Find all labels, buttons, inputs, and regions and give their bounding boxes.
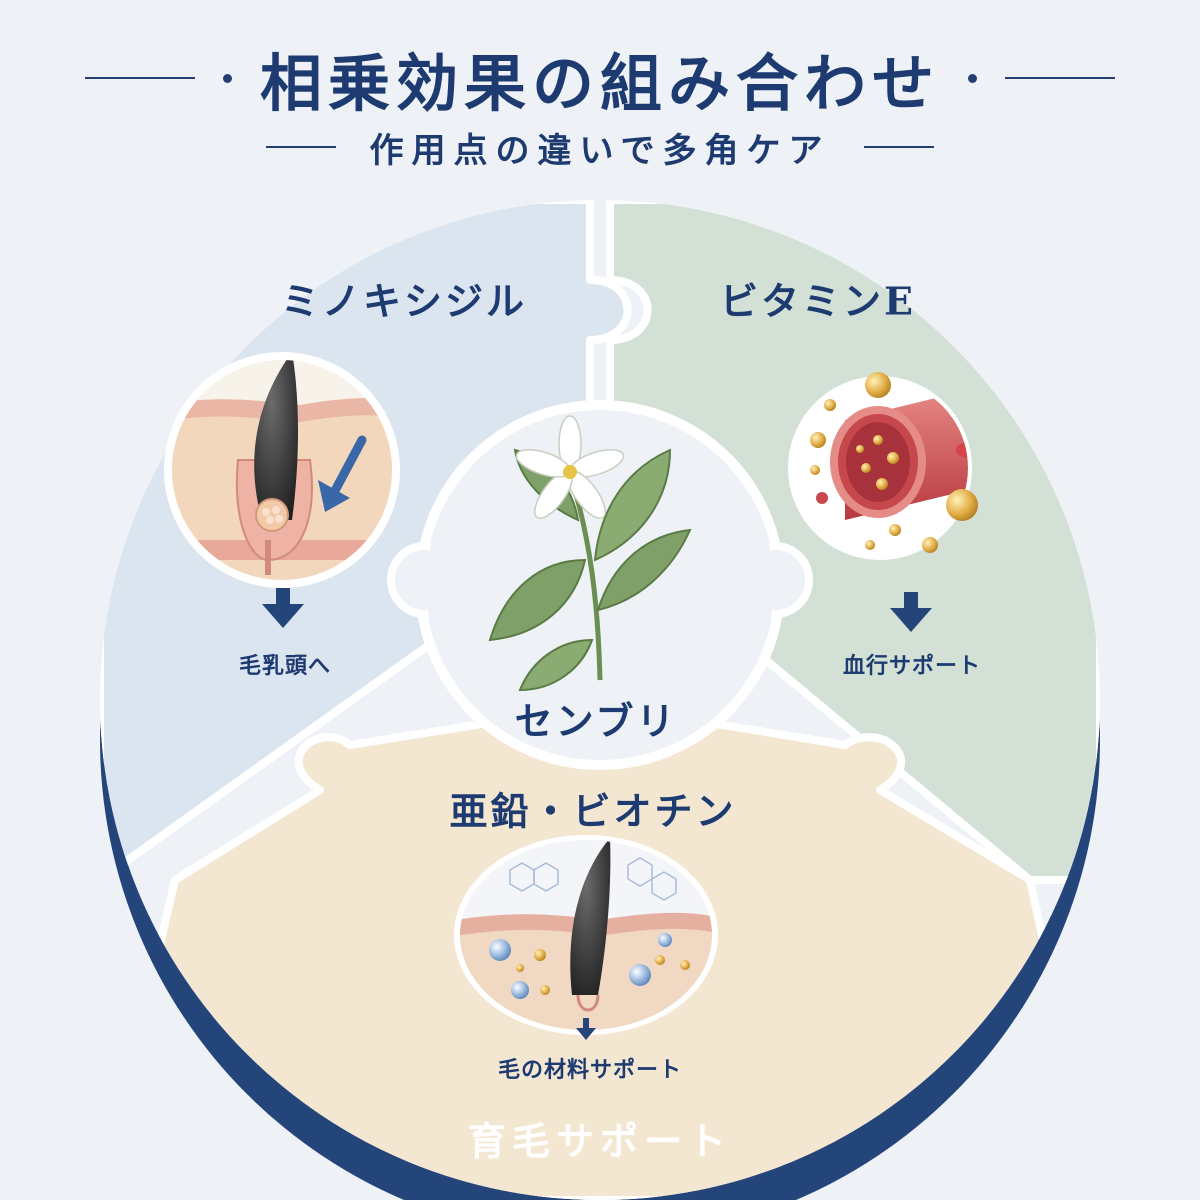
footer-band-label: 育毛サポート xyxy=(467,1118,733,1164)
center-label: センブリ xyxy=(514,698,678,744)
zinc-biotin-label: 亜鉛・ビオチン xyxy=(449,788,737,834)
title-left-dot xyxy=(222,73,232,83)
center-piece xyxy=(387,400,813,770)
subtitle-right-line xyxy=(864,146,935,148)
minoxidil-label: ミノキシジル xyxy=(280,278,528,324)
title-right-line xyxy=(1005,77,1115,79)
vitamin-e-effect: 血行サポート xyxy=(842,654,982,679)
swertia-plant-icon xyxy=(488,415,692,692)
vitamin-e-arrow-icon xyxy=(890,592,932,632)
title-row: 相乗効果の組み合わせ xyxy=(0,38,1200,120)
blood-vessel-icon xyxy=(788,372,978,560)
minoxidil-effect: 毛乳頭へ xyxy=(238,654,332,679)
subtitle-left-line xyxy=(265,146,336,148)
page-subtitle: 作用点の違いで多角ケア xyxy=(369,130,831,171)
vitamin-e-label: ビタミンE xyxy=(720,278,916,324)
minoxidil-arrow-icon xyxy=(262,588,304,628)
page-title: 相乗効果の組み合わせ xyxy=(259,47,940,120)
subtitle-row: 作用点の違いで多角ケア xyxy=(0,122,1200,172)
title-left-line xyxy=(84,77,195,79)
zinc-biotin-effect: 毛の材料サポート xyxy=(497,1058,683,1083)
title-right-dot xyxy=(968,73,977,83)
hair-nutrient-icon xyxy=(454,835,718,1040)
hair-follicle-icon xyxy=(164,352,400,588)
